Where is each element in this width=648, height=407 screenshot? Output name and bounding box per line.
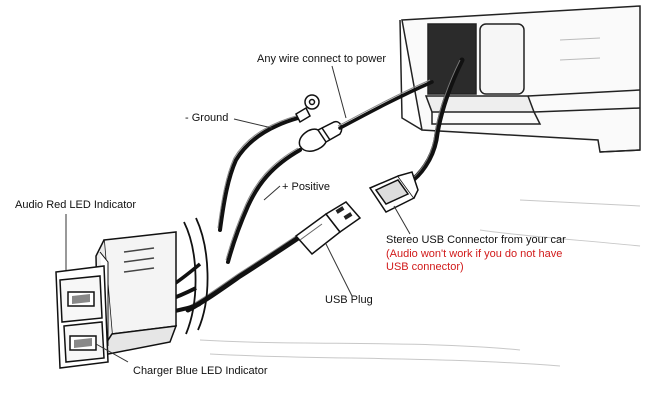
background-sketch bbox=[199, 199, 641, 367]
cable-break-marks bbox=[183, 217, 209, 335]
usb-plug-cable bbox=[185, 235, 301, 313]
label-charger-blue-led: Charger Blue LED Indicator bbox=[133, 365, 268, 377]
ground-ring-terminal bbox=[295, 94, 320, 124]
label-ground: - Ground bbox=[185, 112, 229, 124]
stereo-usb-connector bbox=[368, 171, 419, 213]
power-wire bbox=[337, 79, 434, 130]
usb-socket-module bbox=[95, 231, 178, 359]
label-stereo-usb-connector: Stereo USB Connector from your car bbox=[386, 234, 566, 246]
leader-lines bbox=[65, 65, 411, 363]
stereo-usb-cable bbox=[407, 57, 465, 185]
socket-faceplate bbox=[55, 265, 109, 369]
inline-fuse bbox=[298, 120, 343, 152]
label-usb-plug: USB Plug bbox=[325, 294, 373, 306]
label-positive: + Positive bbox=[282, 181, 330, 193]
ground-wire bbox=[217, 115, 300, 232]
label-power-wire: Any wire connect to power bbox=[257, 53, 387, 65]
note-audio-warning-line2: USB connector) bbox=[386, 261, 464, 273]
note-audio-warning-line1: (Audio won't work if you do not have bbox=[386, 248, 563, 260]
usb-plug bbox=[294, 201, 362, 256]
positive-wire bbox=[225, 147, 302, 264]
label-audio-red-led: Audio Red LED Indicator bbox=[15, 199, 137, 211]
